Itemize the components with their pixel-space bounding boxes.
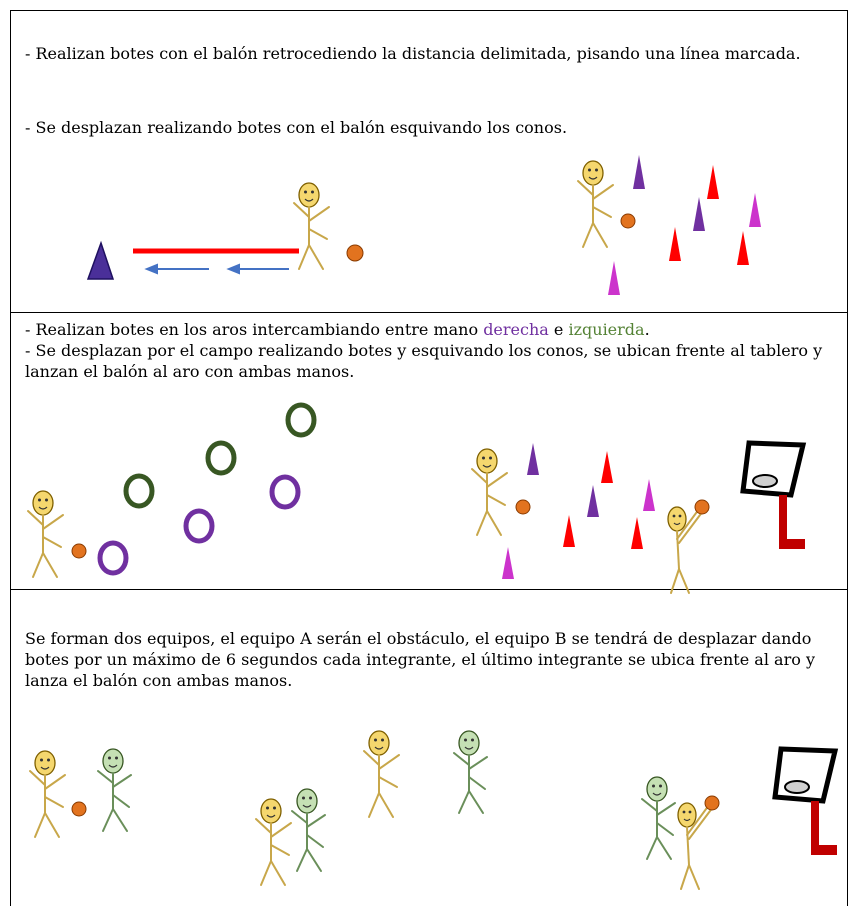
cone-purple-large-icon (86, 240, 115, 280)
player-icon (29, 750, 66, 838)
player-icon (577, 160, 614, 248)
player-icon (293, 182, 330, 270)
defender-icon (641, 776, 676, 860)
ball-icon (71, 543, 87, 559)
basket-hoop-icon (743, 443, 805, 549)
section-3-drawing (29, 730, 837, 890)
cones (502, 443, 655, 579)
section-1-drawing (86, 155, 761, 295)
section-2-line-2: - Se desplazan por el campo realizando b… (25, 341, 823, 381)
player-icon (363, 730, 400, 818)
word-izquierda: izquierda (568, 320, 645, 339)
section-2-drawing (27, 402, 805, 594)
ball-icon (515, 499, 531, 515)
rings (97, 402, 317, 576)
ball-icon (620, 213, 636, 229)
ball-icon (71, 801, 87, 817)
player-icon (27, 490, 64, 578)
arrows (144, 263, 289, 275)
defender-icon (97, 748, 132, 832)
defender-icon (453, 730, 488, 814)
section-3: Se forman dos equipos, el equipo A serán… (11, 590, 847, 907)
section-1-line-2: - Se desplazan realizando botes con el b… (25, 118, 568, 137)
basket-hoop-icon (775, 749, 837, 855)
player-icon (471, 448, 508, 536)
section-3-text: Se forman dos equipos, el equipo A serán… (25, 629, 815, 690)
player-icon (255, 798, 292, 886)
section-2-line-1: - Realizan botes en los aros intercambia… (25, 320, 650, 339)
ball-icon (346, 244, 364, 262)
section-1-line-1: - Realizan botes con el balón retrocedie… (25, 44, 801, 63)
defender-icon (291, 788, 326, 872)
word-derecha: derecha (483, 320, 549, 339)
illustrations (27, 155, 849, 890)
section-2: - Realizan botes en los aros intercambia… (11, 313, 847, 590)
shooter-player-icon (667, 499, 710, 594)
cones (608, 155, 761, 295)
shooter-player-icon (677, 795, 720, 890)
activity-table: - Realizan botes con el balón retrocedie… (10, 10, 848, 906)
section-1: - Realizan botes con el balón retrocedie… (11, 11, 847, 313)
